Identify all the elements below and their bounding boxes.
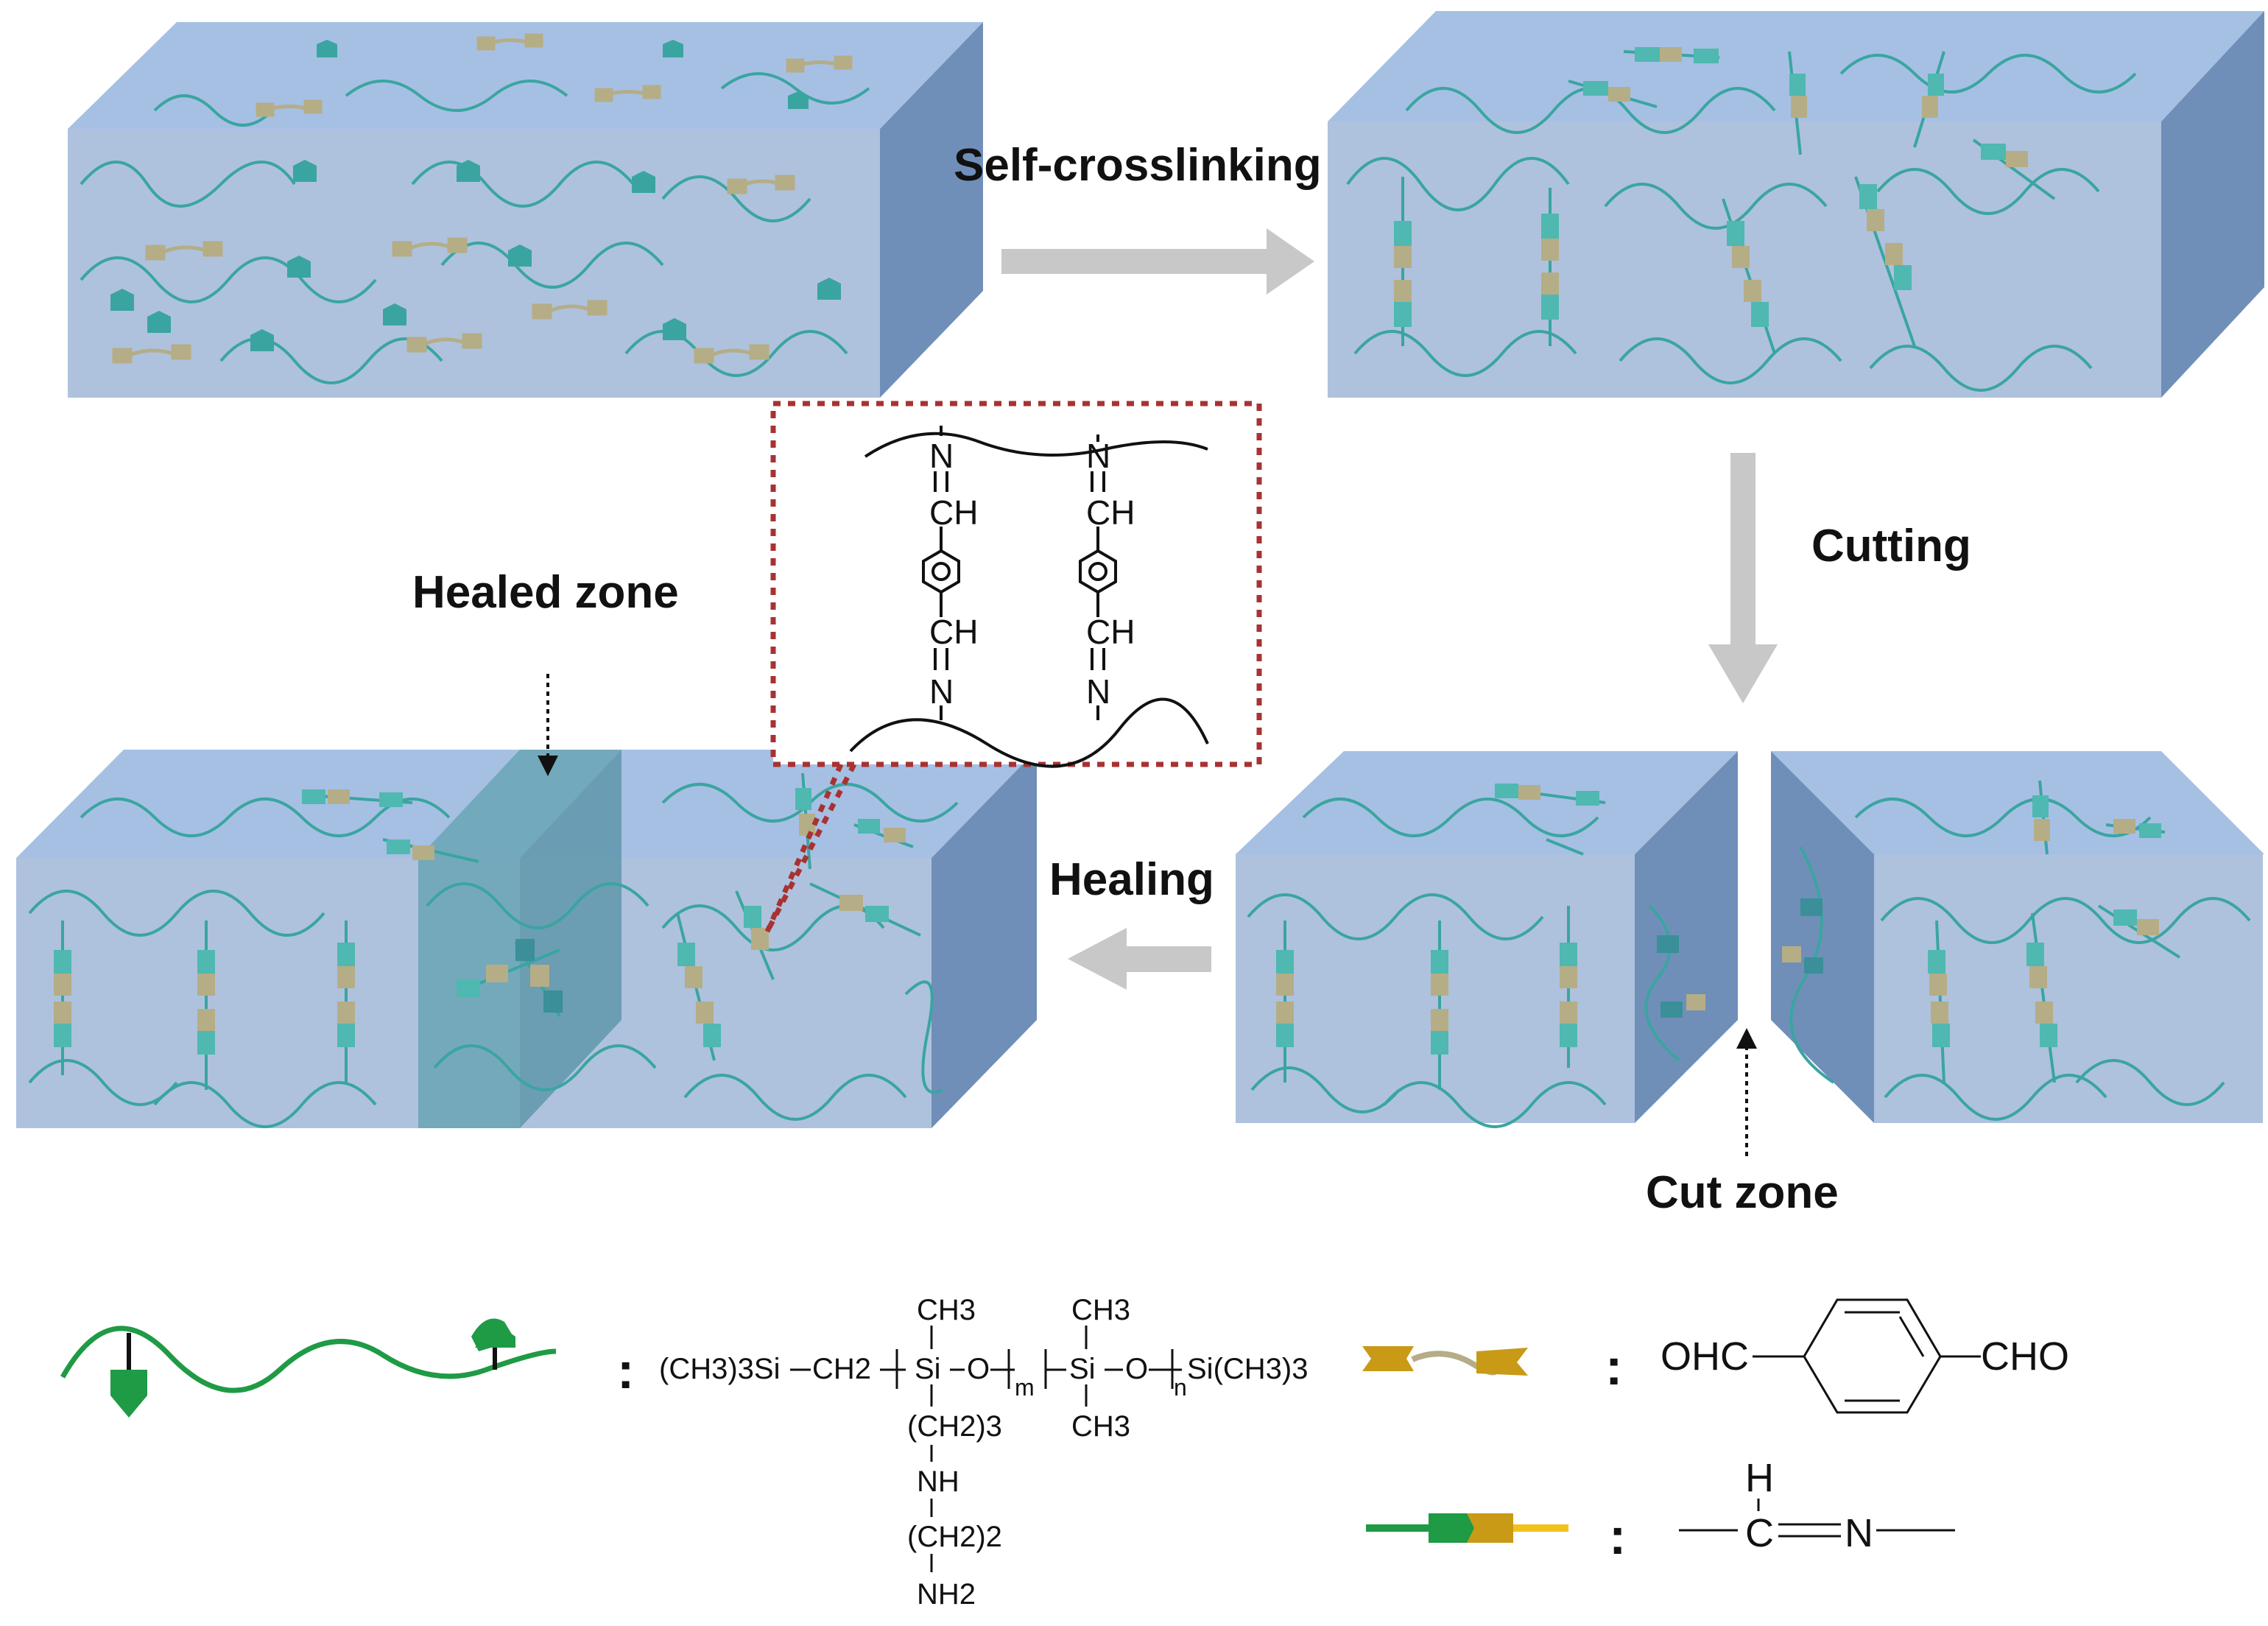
cut-block-left [1236, 751, 1738, 1128]
polymer-sidechain-1: (CH2)3 [907, 1410, 1002, 1443]
imine-bond-icon [1366, 1513, 1568, 1543]
aldehyde-left: OHC [1660, 1334, 1749, 1379]
inset-ch-top-left: CH [929, 493, 978, 532]
free-polymer-chains [80, 72, 870, 384]
uncrosslinked-block [68, 22, 983, 398]
imine-c: C [1745, 1511, 1774, 1555]
polymer-end-group: Si(CH3)3 [1187, 1353, 1308, 1385]
healing-label: Healing [1049, 854, 1214, 905]
amine-polysiloxane-chain-icon [60, 1318, 557, 1418]
imine-crosslink-inset: N N CH CH CH CH N N [764, 401, 1262, 933]
healed-imine-links [54, 788, 906, 1055]
imine-n: N [1845, 1511, 1873, 1555]
polymer-si-1: Si [915, 1353, 941, 1385]
self-crosslinking-arrow [1001, 228, 1314, 295]
polymer-si-2: Si [1069, 1353, 1096, 1385]
healed-zone-label: Healed zone [412, 567, 679, 618]
aldehyde-right: CHO [1981, 1334, 2069, 1379]
healed-block [16, 750, 1037, 1128]
free-crosslinkers [112, 33, 853, 364]
imine-h: H [1745, 1456, 1774, 1500]
cut-zone-label: Cut zone [1646, 1167, 1839, 1218]
legend-colon-aldehyde: : [1605, 1338, 1622, 1396]
amine-pendants [110, 40, 841, 351]
inset-n-top-right: N [1086, 437, 1110, 475]
inset-ch-bottom-right: CH [1086, 613, 1135, 651]
polymer-nh2: NH2 [917, 1578, 976, 1611]
polymer-ch3-top-2: CH3 [1071, 1294, 1130, 1326]
polymer-subscript-m: m [1015, 1374, 1035, 1401]
terephthalaldehyde-crosslinker-icon [1362, 1346, 1528, 1376]
polymer-sidechain-2: (CH2)2 [907, 1521, 1002, 1553]
polymer-chain-start: (CH3)3Si [659, 1353, 780, 1385]
cutting-arrow [1708, 453, 1778, 703]
polymer-ch3-bottom: CH3 [1071, 1410, 1130, 1443]
inset-n-top-left: N [929, 437, 954, 475]
process-arrows [1001, 228, 1778, 990]
crosslinked-block [1328, 11, 2264, 398]
cut-block-right [1771, 751, 2264, 1123]
polymer-nh: NH [917, 1465, 959, 1498]
inset-ch-bottom-left: CH [929, 613, 978, 651]
cutting-label: Cutting [1811, 521, 1971, 571]
polymer-ch3-top-1: CH3 [917, 1294, 976, 1326]
inset-ch-top-right: CH [1086, 493, 1135, 532]
inset-n-bottom-left: N [929, 672, 954, 711]
polymer-o-2: O [1125, 1353, 1148, 1385]
healing-arrow [1068, 928, 1211, 990]
legend-colon-polymer: : [617, 1342, 634, 1399]
self-crosslinking-label: Self-crosslinking [954, 140, 1322, 191]
polymer-o-1: O [967, 1353, 990, 1385]
legend-colon-imine: : [1609, 1507, 1626, 1565]
legend: : (CH3)3Si CH2 Si O m Si O n Si(CH3)3 CH… [60, 1294, 2069, 1611]
inset-n-bottom-right: N [1086, 672, 1110, 711]
polymer-ch2: CH2 [812, 1353, 871, 1385]
polymer-subscript-n: n [1174, 1374, 1187, 1401]
imine-links [1394, 47, 2028, 327]
